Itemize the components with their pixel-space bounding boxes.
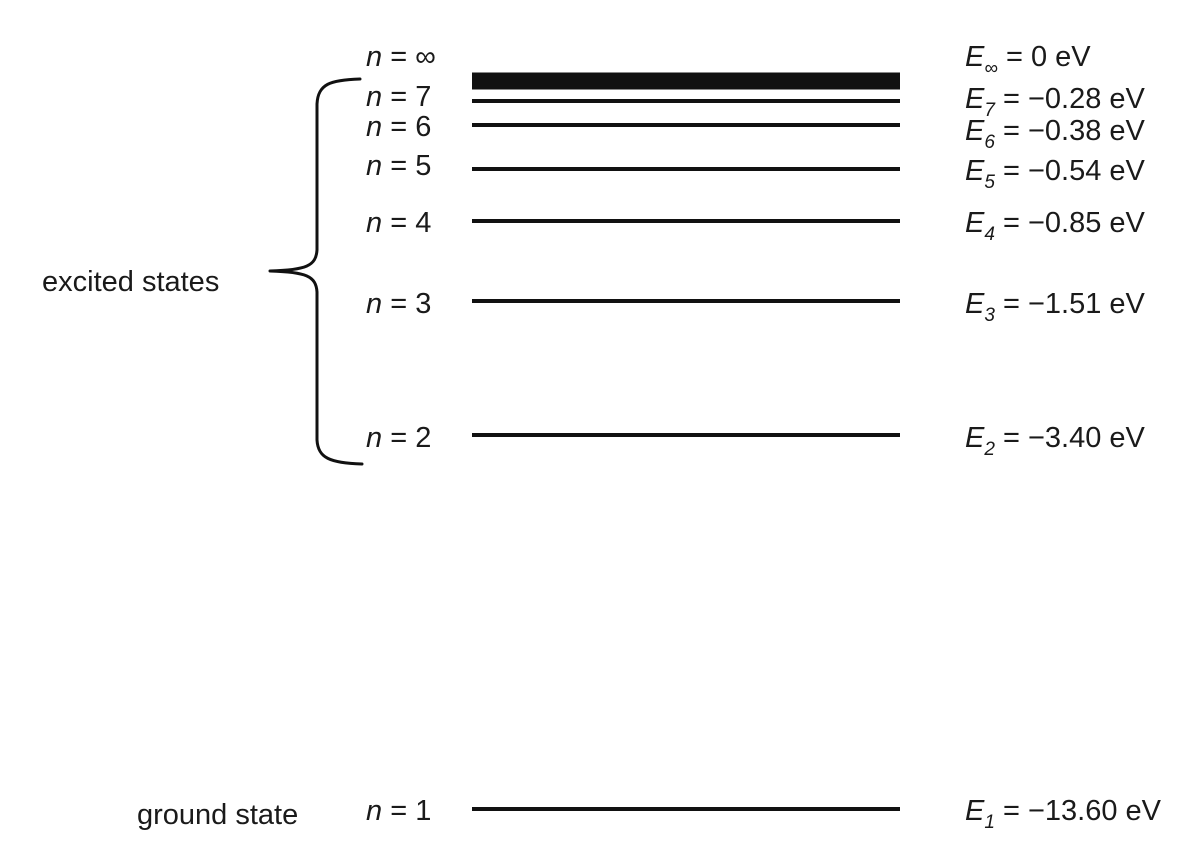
- ground-state-label: ground state: [137, 799, 298, 831]
- energy-label-6: E6 = −0.38 eV: [965, 115, 1146, 153]
- n-label-1: n = 1: [366, 795, 431, 827]
- energy-label-7: E7 = −0.28 eV: [965, 83, 1146, 121]
- excited-states-label: excited states: [42, 266, 219, 298]
- energy-label-2: E2 = −3.40 eV: [965, 422, 1146, 460]
- energy-levels: n = ∞ E∞ = 0 eV n = 7 E7 = −0.28 eV n = 6 E6 …: [366, 41, 1162, 833]
- energy-label-5: E5 = −0.54 eV: [965, 155, 1146, 193]
- n-label-4: n = 4: [366, 207, 431, 239]
- n-label-6: n = 6: [366, 111, 431, 143]
- n-label-3: n = 3: [366, 288, 431, 320]
- excited-states-brace: [268, 77, 364, 466]
- n-label-5: n = 5: [366, 150, 431, 182]
- n-label-inf: n = ∞: [366, 41, 436, 73]
- n-label-7: n = 7: [366, 81, 431, 113]
- n-label-2: n = 2: [366, 422, 431, 454]
- energy-label-3: E3 = −1.51 eV: [965, 288, 1146, 326]
- energy-label-4: E4 = −0.85 eV: [965, 207, 1146, 245]
- energy-label-inf: E∞ = 0 eV: [965, 41, 1091, 79]
- energy-label-1: E1 = −13.60 eV: [965, 795, 1162, 833]
